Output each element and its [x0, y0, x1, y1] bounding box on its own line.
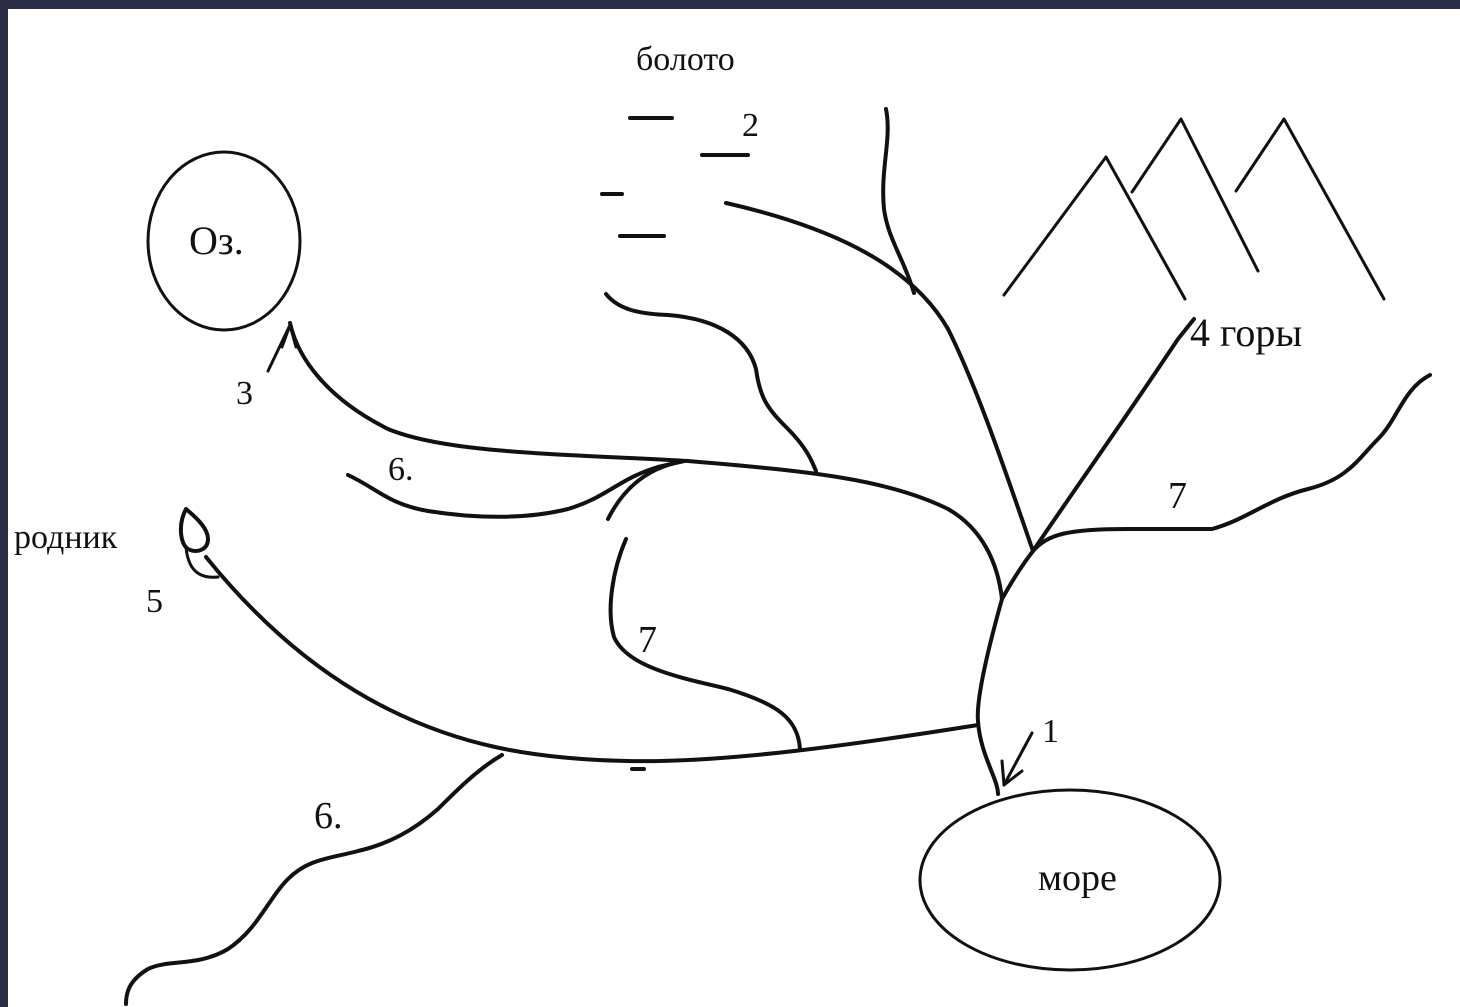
top-tributary — [881, 107, 916, 295]
mountain-peak-1 — [1002, 155, 1187, 301]
lake-arrow — [266, 323, 298, 373]
river-system-diagram: болото 2 Оз. 3 4 горы родник 5 море 1 6.… — [8, 9, 1460, 1007]
lower-tributary-7 — [608, 537, 802, 751]
loop-branch — [606, 459, 686, 521]
tributary-label-right-7: 7 — [1168, 475, 1187, 517]
swamp-tributary — [604, 292, 818, 473]
diagram-svg — [124, 107, 1432, 1006]
spring-number: 5 — [146, 583, 163, 620]
mountain-peak-3 — [1234, 117, 1386, 301]
tributary-label-lower-6: 6. — [314, 795, 343, 837]
upper-tributary-6 — [346, 459, 686, 519]
tributary-label-upper-6: 6. — [388, 451, 414, 488]
lake-label: Оз. — [189, 218, 244, 263]
lower-tributary-6 — [124, 753, 504, 1006]
right-tributary-7 — [1031, 373, 1432, 553]
sea-label: море — [1038, 857, 1117, 899]
spring-curl — [184, 545, 220, 579]
mouth-arrow — [1000, 731, 1034, 787]
mountains-label: 4 горы — [1190, 310, 1303, 355]
branch-to-mountains — [1000, 317, 1196, 601]
sea-number: 1 — [1042, 713, 1059, 750]
mountain-peak-2 — [1130, 117, 1260, 273]
branch-to-swamp — [724, 201, 1035, 553]
lake-number: 3 — [236, 375, 253, 412]
tributary-label-middle-7: 7 — [638, 619, 657, 661]
spring-river — [204, 555, 980, 764]
sea-shape — [918, 788, 1222, 972]
swamp-label: болото — [636, 41, 735, 78]
main-river — [975, 597, 1004, 796]
spring-marker — [179, 507, 210, 553]
swamp-number: 2 — [742, 107, 759, 144]
spring-label: родник — [14, 519, 118, 556]
lake-shape — [146, 150, 302, 332]
